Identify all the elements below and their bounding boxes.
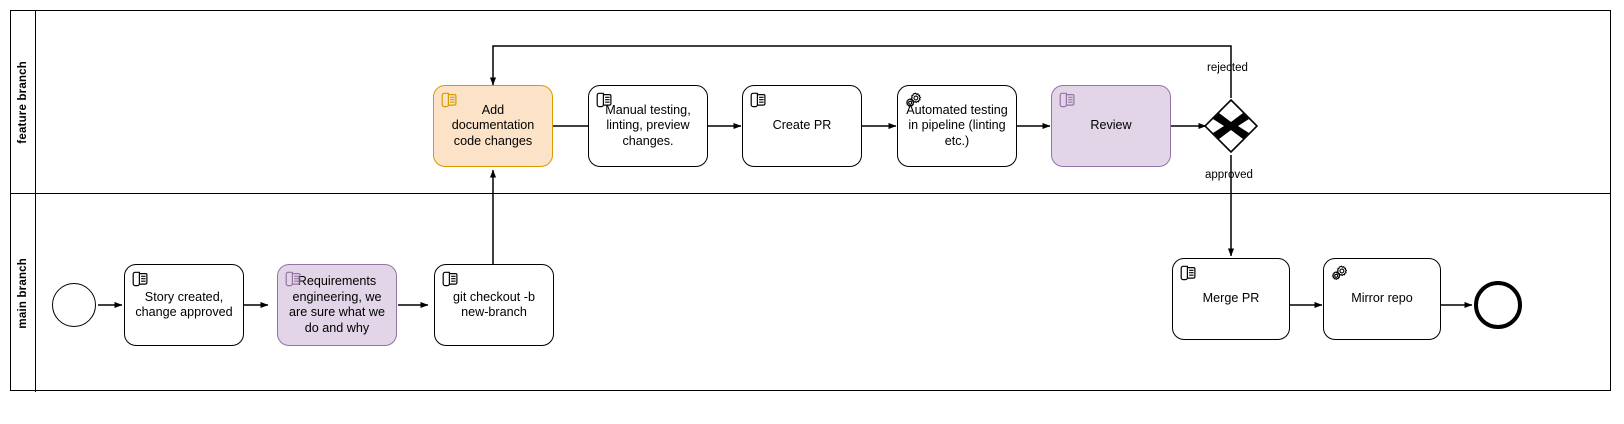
manual-task-hand-icon	[1058, 91, 1076, 109]
lane-header-main-branch: main branch	[11, 194, 36, 392]
exclusive-gateway[interactable]	[1203, 98, 1259, 154]
task-label: Requirements engineering, we are sure wh…	[289, 274, 385, 335]
task-merge-pr[interactable]: Merge PR	[1172, 258, 1290, 340]
task-label: Automated testing in pipeline (linting e…	[906, 102, 1008, 148]
task-label: Create PR	[772, 118, 832, 133]
end-event[interactable]	[1474, 281, 1522, 329]
lane-main-branch: main branch	[11, 194, 1610, 392]
task-requirements-engineering[interactable]: Requirements engineering, we are sure wh…	[277, 264, 397, 346]
task-git-checkout[interactable]: git checkout -b new-branch	[434, 264, 554, 346]
task-label: Merge PR	[1202, 291, 1260, 306]
task-add-documentation-code-changes[interactable]: Add documentation code changes	[433, 85, 553, 167]
task-mirror-repo[interactable]: Mirror repo	[1323, 258, 1441, 340]
task-review[interactable]: Review	[1051, 85, 1171, 167]
manual-task-hand-icon	[441, 270, 459, 288]
lane-label-main-branch: main branch	[17, 257, 29, 329]
task-label: Add documentation code changes	[451, 102, 535, 148]
edge-label-rejected: rejected	[1207, 62, 1248, 74]
lane-feature-branch: feature branch	[11, 11, 1610, 194]
manual-task-hand-icon	[1179, 264, 1197, 282]
task-label: Story created, change approved	[135, 289, 233, 320]
task-label: git checkout -b new-branch	[453, 289, 535, 320]
task-automated-testing[interactable]: Automated testing in pipeline (linting e…	[897, 85, 1017, 167]
manual-task-hand-icon	[749, 91, 767, 109]
service-task-gear-icon	[1330, 264, 1348, 282]
task-label: Mirror repo	[1351, 291, 1413, 306]
task-label: Manual testing, linting, preview changes…	[605, 102, 691, 148]
start-event[interactable]	[52, 283, 96, 327]
task-label: Review	[1090, 118, 1132, 133]
edge-label-approved: approved	[1205, 169, 1253, 181]
exclusive-gateway-x-icon	[1213, 113, 1249, 139]
task-create-pr[interactable]: Create PR	[742, 85, 862, 167]
lane-header-feature-branch: feature branch	[11, 11, 36, 193]
lane-label-feature-branch: feature branch	[17, 60, 29, 144]
manual-task-hand-icon	[131, 270, 149, 288]
task-manual-testing[interactable]: Manual testing, linting, preview changes…	[588, 85, 708, 167]
task-story-created[interactable]: Story created, change approved	[124, 264, 244, 346]
